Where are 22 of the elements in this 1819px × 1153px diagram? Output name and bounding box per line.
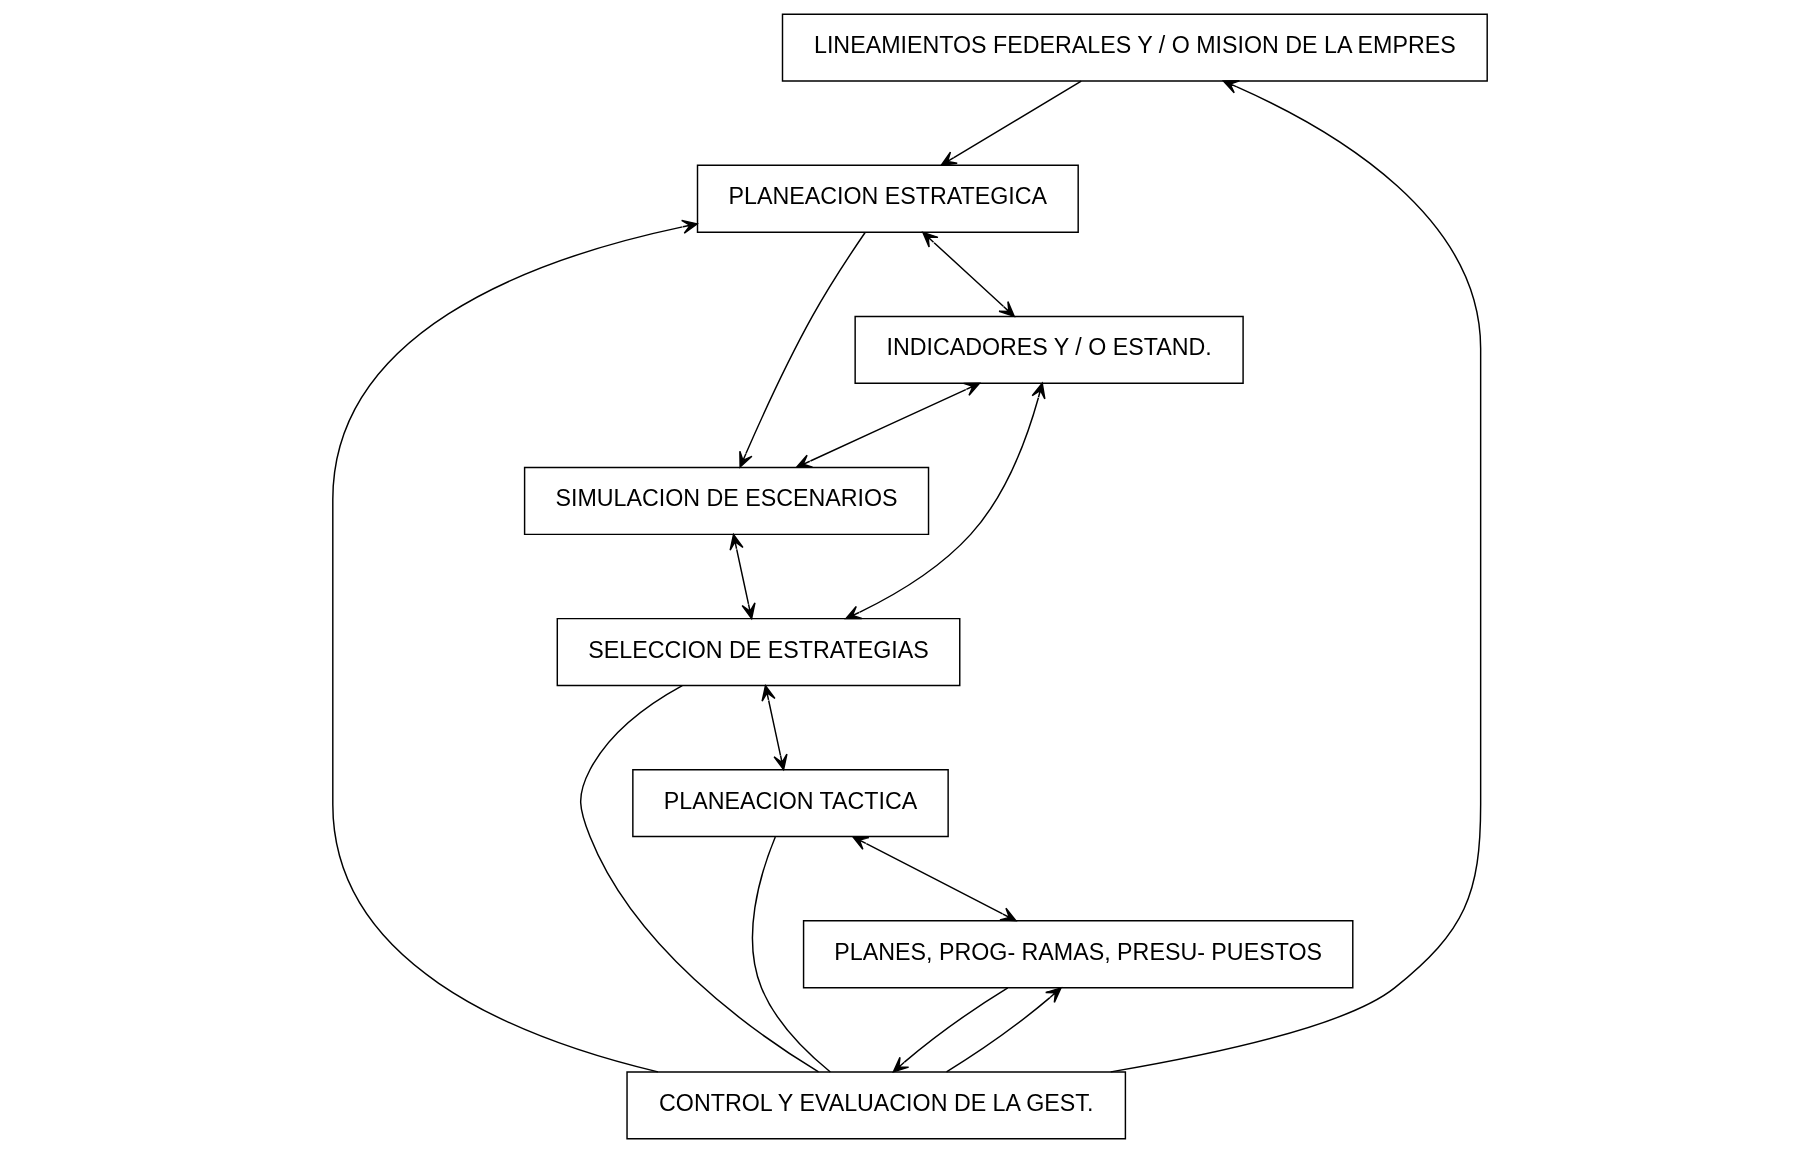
connector <box>579 684 819 1073</box>
arrow <box>728 533 756 620</box>
arrow <box>851 836 1017 922</box>
node-box: INDICADORES Y / O ESTAND. <box>853 315 1244 384</box>
arrow <box>795 382 980 469</box>
node-box: SELECCION DE ESTRATEGIAS <box>556 617 960 687</box>
arrow <box>1109 80 1481 1073</box>
node-box: PLANEACION TACTICA <box>631 769 949 838</box>
node-box: PLANEACION ESTRATEGICA <box>696 164 1079 233</box>
arrow <box>331 219 698 1073</box>
node-box: PLANES, PROG- RAMAS, PRESU- PUESTOS <box>802 920 1353 989</box>
arrow <box>892 987 1008 1073</box>
arrow <box>760 684 788 771</box>
node-box: CONTROL Y EVALUACION DE LA GEST. <box>625 1071 1126 1140</box>
arrow <box>940 80 1082 166</box>
arrow <box>921 231 1015 317</box>
node-box: LINEAMIENTOS FEDERALES Y / O MISION DE LA EMPRES <box>781 13 1488 82</box>
connector <box>751 836 831 1073</box>
arrow <box>945 987 1062 1073</box>
arrow <box>738 231 866 468</box>
arrow <box>844 382 1046 620</box>
node-box: SIMULACION DE ESCENARIOS <box>523 466 929 536</box>
